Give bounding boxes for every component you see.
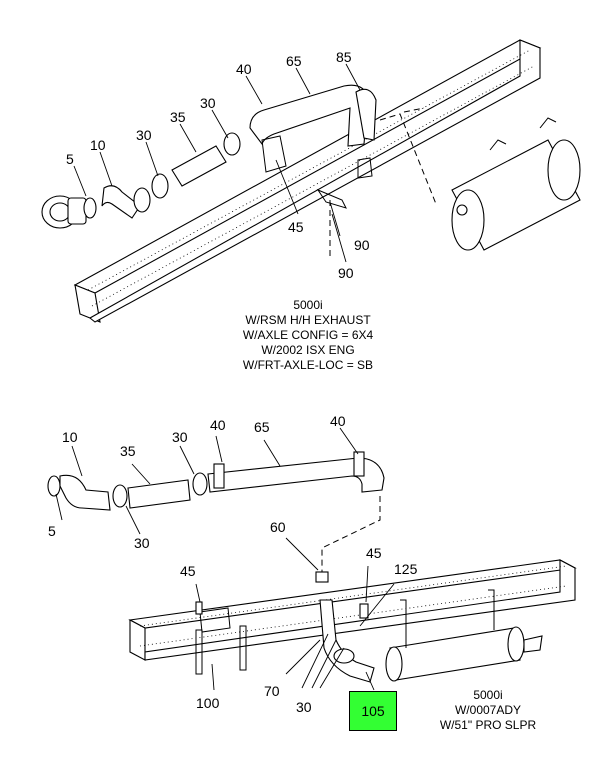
lower-callout-10: 10 [62, 429, 78, 445]
lower-callout-30b: 30 [134, 535, 150, 551]
lower-muffler [385, 589, 543, 682]
lower-config-note: 5000i W/0007ADY W/51" PRO SLPR [418, 688, 558, 733]
lower-clamp-40b [353, 451, 365, 477]
upper-callout-35: 35 [170, 109, 186, 125]
lower-flex-pipe [127, 479, 191, 509]
upper-hanger [357, 157, 373, 179]
upper-note-line-5: W/FRT-AXLE-LOC = SB [242, 358, 374, 372]
upper-callout-90b: 90 [338, 265, 354, 281]
lower-assembly: 10 35 30 40 65 40 5 30 60 45 45 125 70 1… [47, 413, 577, 715]
lower-callout-65: 65 [254, 419, 270, 435]
lower-callout-45a: 45 [180, 563, 196, 579]
lower-clamp-40a [213, 463, 225, 489]
upper-callout-65: 65 [286, 53, 302, 69]
lower-callout-30c: 30 [296, 699, 312, 715]
upper-callout-90a: 90 [354, 237, 370, 253]
lower-note-line-3: W/51" PRO SLPR [439, 718, 537, 732]
upper-pipe-65 [249, 84, 369, 147]
upper-elbow-pipe [101, 185, 141, 219]
upper-callout-85: 85 [336, 49, 352, 65]
lower-callout-35: 35 [120, 443, 136, 459]
upper-callout-45: 45 [288, 219, 304, 235]
upper-routing-line [329, 107, 437, 260]
highlighted-part-label: 105 [361, 703, 385, 719]
upper-callout-40: 40 [236, 61, 252, 77]
upper-note-line-2: W/RSM H/H EXHAUST [245, 313, 371, 327]
lower-frame-rail [128, 559, 577, 661]
upper-note-line-4: W/2002 ISX ENG [261, 343, 355, 357]
upper-config-note: 5000i W/RSM H/H EXHAUST W/AXLE CONFIG = … [208, 298, 408, 373]
lower-callout-100: 100 [196, 695, 220, 711]
upper-clamp-2 [151, 173, 169, 199]
lower-elbow-pipe [59, 474, 111, 511]
upper-flex-pipe [171, 145, 227, 187]
highlighted-part-105[interactable]: 105 [349, 691, 397, 731]
lower-callout-70: 70 [264, 683, 280, 699]
turbocharger [41, 195, 97, 229]
upper-assembly: 5 10 30 35 30 40 65 85 45 90 90 [41, 39, 581, 323]
lower-clamp-1 [112, 484, 128, 508]
lower-clamp-125 [333, 648, 355, 664]
upper-bracket-45 [261, 135, 287, 173]
upper-callout-10: 10 [90, 137, 106, 153]
lower-callout-5: 5 [48, 523, 56, 539]
upper-callout-5: 5 [66, 151, 74, 167]
upper-clamp-1 [133, 187, 151, 213]
lower-callout-60: 60 [270, 519, 286, 535]
upper-callout-30b: 30 [200, 95, 216, 111]
lower-callout-125: 125 [394, 561, 418, 577]
lower-callout-40b: 40 [330, 413, 346, 429]
upper-note-line-1: 5000i [293, 298, 323, 312]
lower-callout-40a: 40 [210, 417, 226, 433]
upper-bracket-85 [355, 88, 377, 141]
upper-callout-30a: 30 [136, 127, 152, 143]
lower-bracket-100 [195, 607, 247, 675]
lower-clamp-2 [192, 472, 208, 496]
lower-bolt-45a [195, 601, 203, 615]
lower-note-line-2: W/0007ADY [454, 703, 522, 717]
lower-vertical-pipe [319, 599, 375, 683]
lower-note-line-1: 5000i [473, 688, 503, 702]
upper-note-line-3: W/AXLE CONFIG = 6X4 [242, 328, 374, 342]
lower-callout-45b: 45 [366, 545, 382, 561]
lower-gasket-5 [47, 475, 61, 497]
upper-bracket-90 [316, 188, 347, 209]
lower-routing-line [321, 496, 381, 580]
upper-clamp-3 [223, 132, 241, 156]
lower-callout-30a: 30 [172, 429, 188, 445]
lower-bolt-45b [359, 603, 369, 619]
lower-clamp-60 [315, 571, 329, 583]
upper-muffler [451, 117, 581, 251]
